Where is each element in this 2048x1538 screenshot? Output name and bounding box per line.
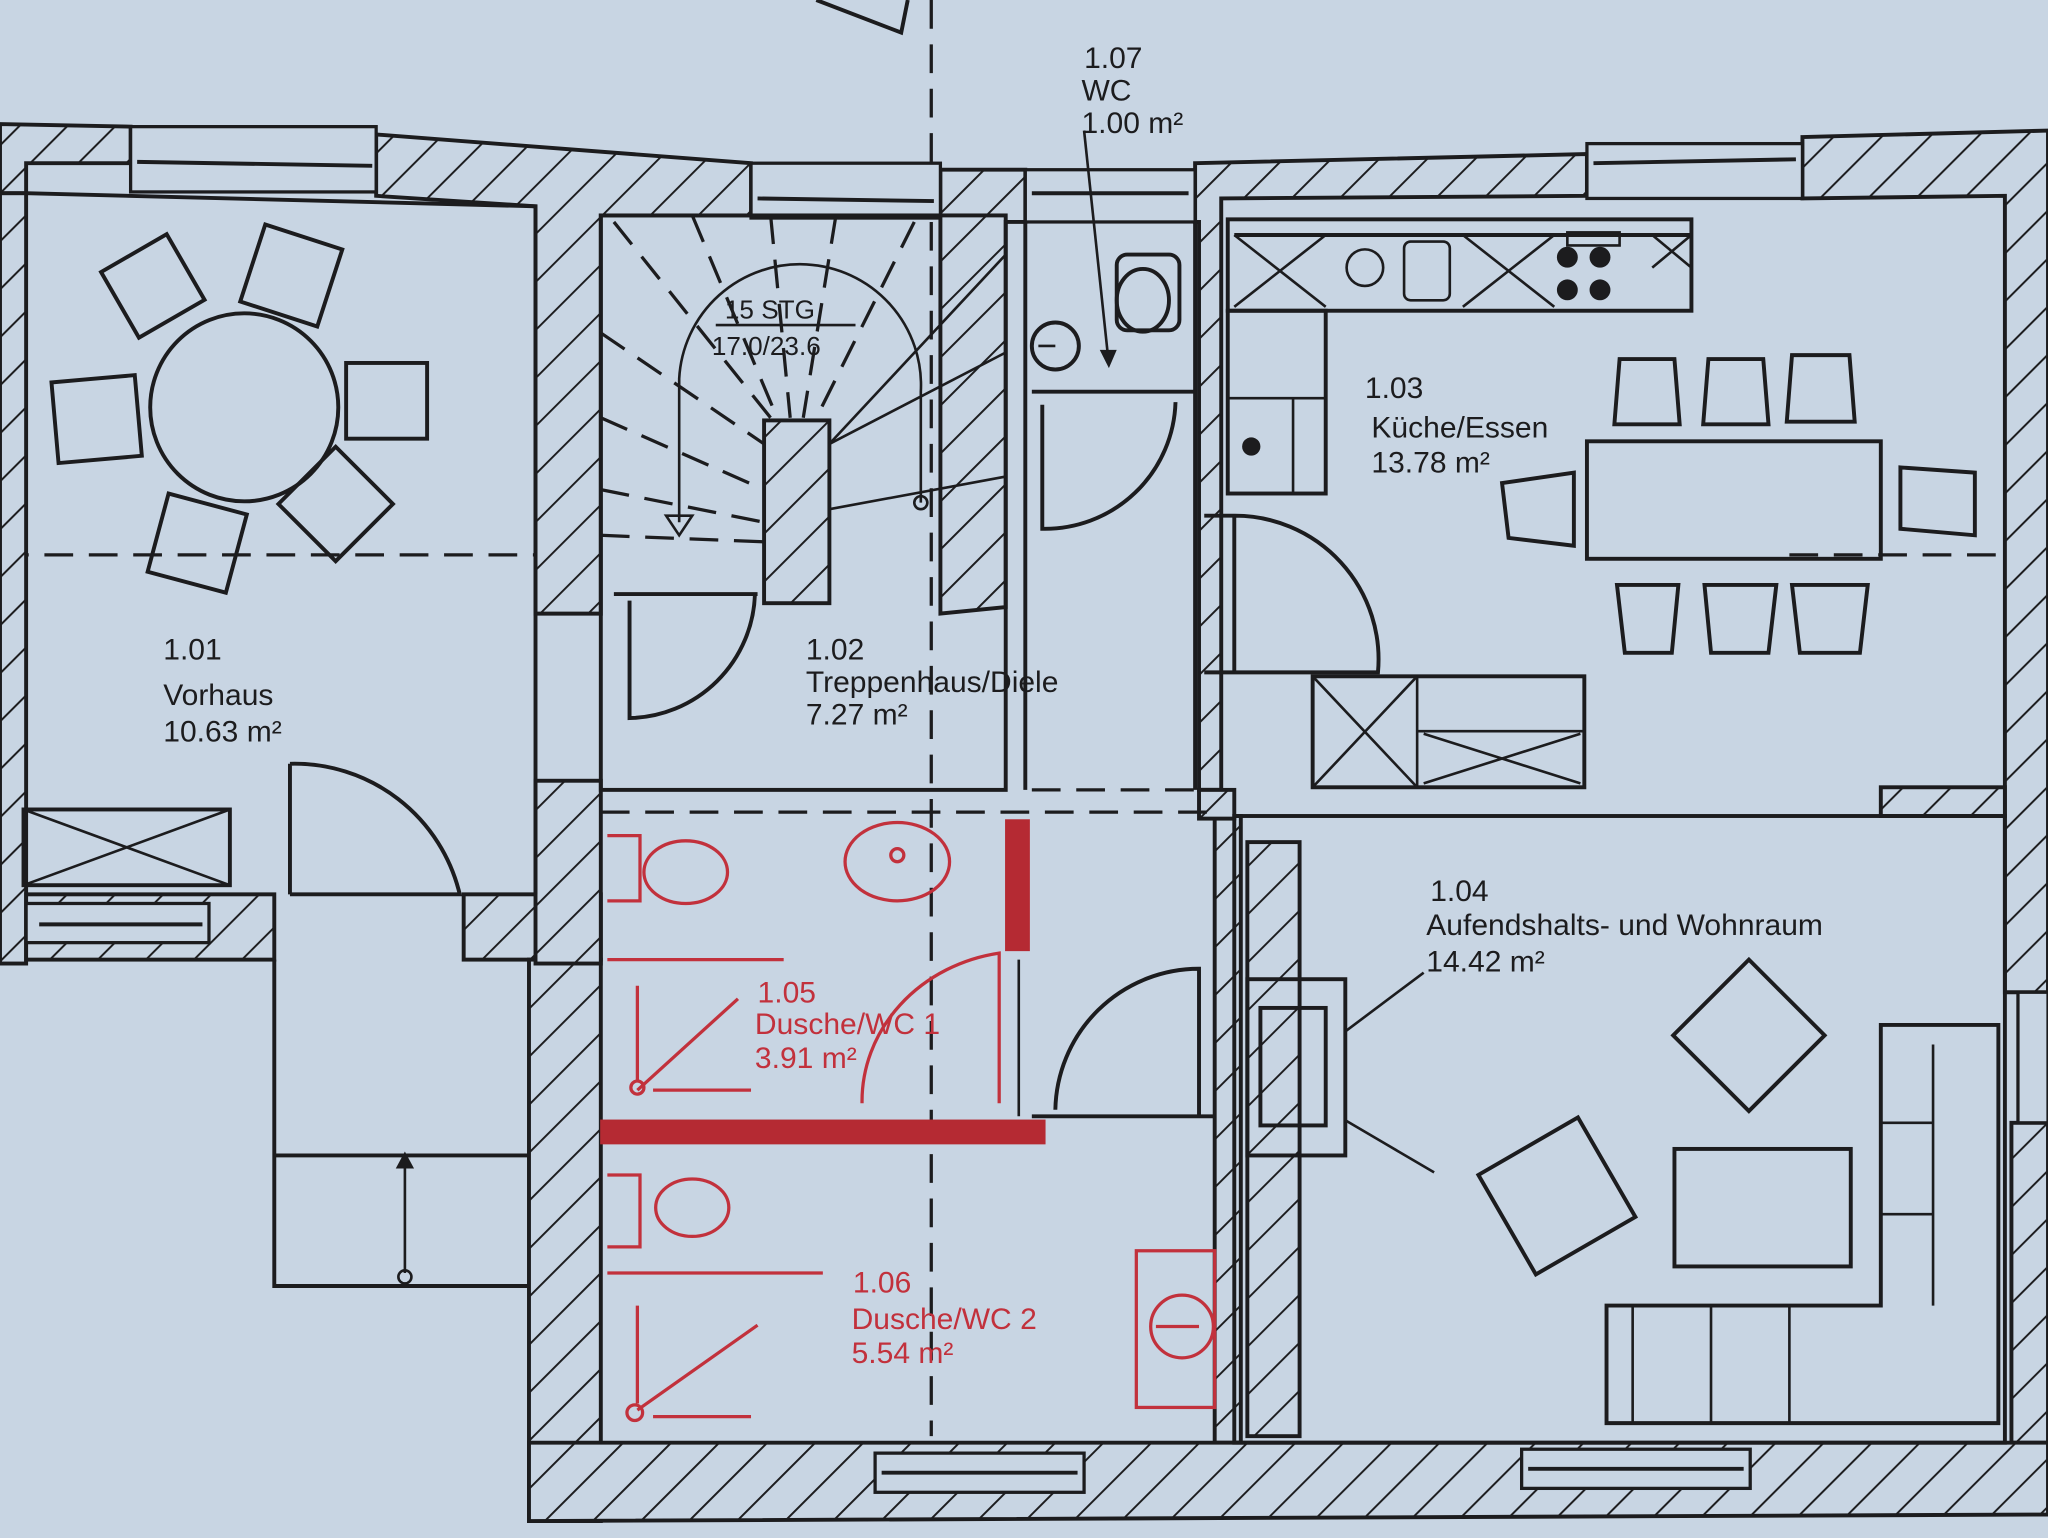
axis-lines: [0, 0, 2048, 1437]
svg-text:1.00 m²: 1.00 m²: [1081, 107, 1183, 140]
stair-door-swing: [613, 592, 758, 721]
svg-text:Küche/Essen: Küche/Essen: [1371, 411, 1548, 444]
room-label-1-01: 1.01 Vorhaus 10.63 m²: [163, 633, 281, 748]
svg-text:1.04: 1.04: [1430, 875, 1488, 908]
wc-1-07-fixtures: [1029, 130, 1196, 531]
room-label-1-05: 1.05 Dusche/WC 1 3.91 m²: [755, 977, 940, 1075]
room-label-1-07: 1.07 WC 1.00 m²: [1081, 42, 1183, 140]
svg-text:Treppenhaus/Diele: Treppenhaus/Diele: [806, 666, 1059, 699]
svg-text:Dusche/WC 2: Dusche/WC 2: [852, 1303, 1037, 1336]
bathroom-fixtures: [600, 819, 1217, 1423]
svg-text:1.01: 1.01: [163, 633, 221, 666]
living-room-furniture: [1245, 840, 2001, 1439]
outer-wall-top-left: [0, 122, 133, 196]
svg-text:1.07: 1.07: [1084, 42, 1142, 75]
svg-text:Dusche/WC 1: Dusche/WC 1: [755, 1008, 940, 1041]
svg-text:15 STG: 15 STG: [725, 295, 815, 325]
room-label-1-03: 1.03 Küche/Essen 13.78 m²: [1365, 372, 1548, 479]
entrance-steps: [272, 959, 529, 1288]
svg-text:WC: WC: [1081, 75, 1131, 108]
svg-text:13.78 m²: 13.78 m²: [1371, 447, 1489, 480]
svg-text:1.03: 1.03: [1365, 372, 1423, 405]
svg-text:1.02: 1.02: [806, 633, 864, 666]
top-corner-fragment: [815, 0, 910, 36]
svg-text:Aufendshalts- und Wohnraum: Aufendshalts- und Wohnraum: [1426, 909, 1823, 942]
entrance-door-swing: [288, 761, 463, 897]
svg-text:1.05: 1.05: [758, 977, 816, 1010]
stair-label: 15 STG 17.0/23.6: [712, 295, 856, 361]
windows: [24, 125, 2048, 1494]
staircase: [599, 214, 1007, 544]
svg-text:17.0/23.6: 17.0/23.6: [712, 331, 821, 361]
room-outlines: [26, 191, 2007, 1445]
outer-wall-bottom: [527, 1440, 2048, 1523]
sideboard: [1310, 674, 1587, 790]
svg-text:10.63 m²: 10.63 m²: [163, 716, 281, 749]
round-table-with-chairs: [49, 222, 430, 596]
wardrobe-1-01: [21, 807, 232, 888]
room-label-1-02: 1.02 Treppenhaus/Diele 7.27 m²: [806, 633, 1059, 731]
svg-text:5.54 m²: 5.54 m²: [852, 1337, 954, 1370]
svg-text:14.42 m²: 14.42 m²: [1426, 945, 1544, 978]
kitchen-counter: [1225, 217, 1694, 496]
dining-table-with-chairs: [1499, 353, 1977, 655]
svg-text:1.06: 1.06: [853, 1267, 911, 1300]
svg-text:Vorhaus: Vorhaus: [163, 679, 273, 712]
room-label-1-04: 1.04 Aufendshalts- und Wohnraum 14.42 m²: [1426, 875, 1823, 978]
room-label-1-06: 1.06 Dusche/WC 2 5.54 m²: [852, 1267, 1037, 1370]
svg-text:3.91 m²: 3.91 m²: [755, 1042, 857, 1075]
svg-text:7.27 m²: 7.27 m²: [806, 699, 908, 732]
kitchen-door-swing: [1204, 513, 1381, 675]
